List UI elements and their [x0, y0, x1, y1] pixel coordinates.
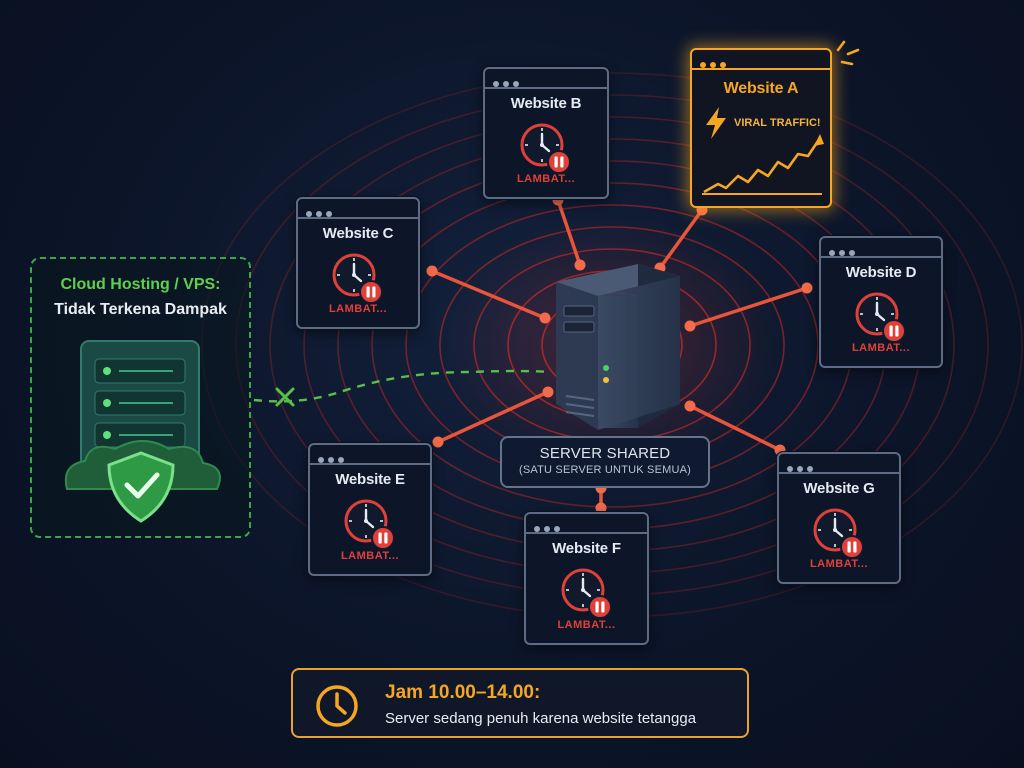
- connection-node: [426, 265, 438, 277]
- cloud-dashed-link: [253, 369, 549, 407]
- shield-check-icon: [107, 451, 175, 523]
- cloud-hosting-panel: Cloud Hosting / VPS: Tidak Terkena Dampa…: [30, 257, 251, 538]
- connection-node: [432, 436, 444, 448]
- clock-paused-icon: [561, 568, 612, 619]
- website-title: Website F: [552, 540, 621, 557]
- website-title: Website G: [803, 480, 875, 497]
- server-tower-icon: [556, 264, 680, 430]
- clock-paused-icon: [332, 253, 383, 304]
- server-label-box: SERVER SHARED (SATU SERVER UNTUK SEMUA): [500, 436, 710, 488]
- notice-text: Server sedang penuh karena website tetan…: [385, 710, 697, 727]
- website-card-d[interactable]: Website D LAMBAT...: [819, 236, 943, 368]
- status-slow-label: LAMBAT...: [328, 303, 388, 315]
- connection-line: [437, 390, 549, 444]
- website-title: Website A: [723, 80, 799, 97]
- connection-node: [595, 502, 607, 514]
- website-title: Website E: [335, 471, 405, 488]
- cross-icon: [275, 387, 295, 407]
- connection-line: [658, 208, 704, 270]
- website-card-a[interactable]: Website A VIRAL TRAFFIC!: [690, 40, 860, 208]
- clock-paused-icon: [344, 499, 395, 550]
- cloud-server-icon: [64, 340, 221, 523]
- status-slow-label: LAMBAT...: [851, 342, 911, 354]
- connection-line: [556, 199, 582, 266]
- website-card-f[interactable]: Website F LAMBAT...: [524, 512, 649, 645]
- website-card-b[interactable]: Website B LAMBAT...: [483, 67, 609, 199]
- connection-node: [684, 400, 696, 412]
- status-slow-label: LAMBAT...: [557, 619, 616, 631]
- notice-title: Jam 10.00–14.00:: [385, 682, 541, 703]
- connection-node: [574, 259, 586, 271]
- connection-line: [689, 286, 808, 328]
- connection-node: [684, 320, 696, 332]
- clock-paused-icon: [855, 292, 906, 343]
- peak-hours-notice: Jam 10.00–14.00: Server sedang penuh kar…: [291, 668, 749, 738]
- viral-traffic-badge: VIRAL TRAFFIC!: [734, 117, 821, 129]
- website-title: Website D: [845, 264, 917, 281]
- connection-node: [539, 312, 551, 324]
- clock-icon: [316, 685, 358, 727]
- connection-line: [689, 404, 781, 452]
- status-slow-label: LAMBAT...: [809, 558, 869, 570]
- status-slow-label: LAMBAT...: [340, 550, 400, 562]
- server-sublabel: (SATU SERVER UNTUK SEMUA): [518, 464, 692, 476]
- cloud-subtitle: Tidak Terkena Dampak: [54, 301, 227, 318]
- connection-node: [542, 386, 554, 398]
- traffic-trend-icon: [702, 134, 824, 195]
- website-card-g[interactable]: Website G LAMBAT...: [777, 452, 901, 584]
- server-label: SERVER SHARED: [539, 445, 671, 462]
- website-title: Website C: [322, 225, 394, 242]
- lightning-icon: [706, 107, 726, 139]
- cloud-title: Cloud Hosting / VPS:: [60, 276, 221, 293]
- website-card-c[interactable]: Website C LAMBAT...: [296, 197, 420, 329]
- cloud-server-slots: [94, 358, 186, 448]
- clock-paused-icon: [520, 123, 571, 174]
- status-slow-label: LAMBAT...: [516, 173, 576, 185]
- alert-rays-icon: [836, 40, 860, 66]
- website-title: Website B: [510, 95, 582, 112]
- connection-line: [431, 269, 546, 320]
- website-card-e[interactable]: Website E LAMBAT...: [308, 443, 432, 576]
- connection-node: [801, 282, 813, 294]
- clock-paused-icon: [813, 508, 864, 559]
